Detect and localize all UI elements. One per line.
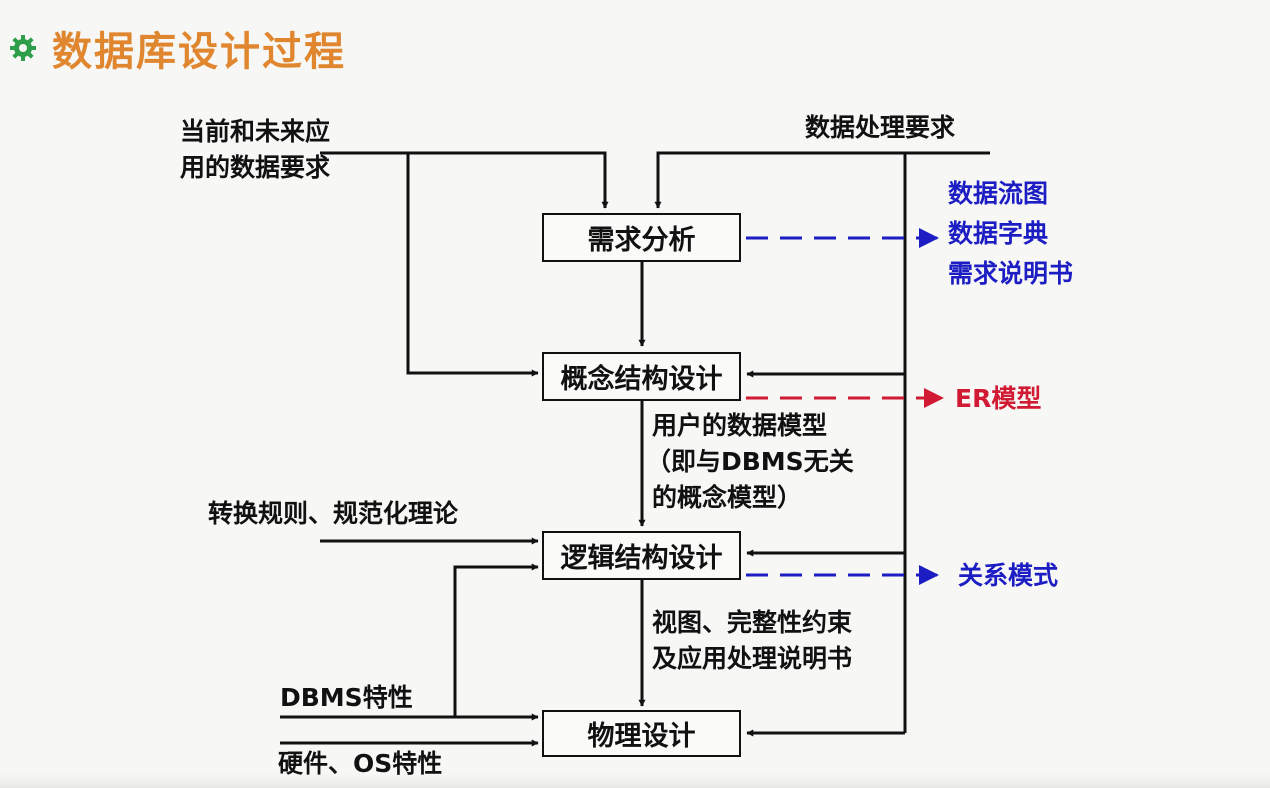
box-conceptual-design: 概念结构设计 [542,352,741,401]
label-dbms-features: DBMS特性 [280,683,413,712]
label-data-requirements-line1: 当前和未来应 [180,117,331,146]
label-views-constraints-line1: 视图、完整性约束 [652,608,853,637]
label-user-data-model-line1: 用户的数据模型 [652,411,828,440]
label-user-data-model: 用户的数据模型 （即与DBMS无关 的概念模型） [646,408,854,516]
line-data-req-top [320,151,609,209]
label-user-data-model-line2: （即与DBMS无关 [646,447,854,476]
gear-bullet-icon [10,35,36,61]
page-title: 数据库设计过程 [52,28,346,75]
title-row: 数据库设计过程 [8,20,346,76]
label-output-data-dictionary: 数据字典 [948,219,1049,248]
box-physical-design: 物理设计 [542,710,741,757]
label-views-constraints-line2: 及应用处理说明书 [652,644,853,673]
label-views-constraints: 视图、完整性约束 及应用处理说明书 [652,605,852,677]
line-data-req-branch [406,153,539,377]
line-dbms-branch [453,563,539,717]
box-requirements-analysis: 需求分析 [542,213,741,262]
bottom-fade [0,774,1270,788]
label-er-model: ER模型 [955,384,1042,413]
label-data-requirements-line2: 用的数据要求 [180,153,331,182]
line-proc-req-top [654,151,990,209]
label-processing-requirements: 数据处理要求 [805,113,956,142]
label-data-requirements: 当前和未来应 用的数据要求 [180,114,330,186]
box-logical-design: 逻辑结构设计 [542,531,741,580]
label-output-dfd: 数据流图 [948,179,1049,208]
label-user-data-model-line3: 的概念模型） [652,483,803,512]
label-hardware-os: 硬件、OS特性 [278,749,443,778]
label-conversion-rules: 转换规则、规范化理论 [208,499,459,528]
label-requirements-outputs: 数据流图 数据字典 需求说明书 [948,174,1073,294]
label-relational-schema: 关系模式 [958,561,1059,590]
label-output-requirements-spec: 需求说明书 [948,259,1074,288]
